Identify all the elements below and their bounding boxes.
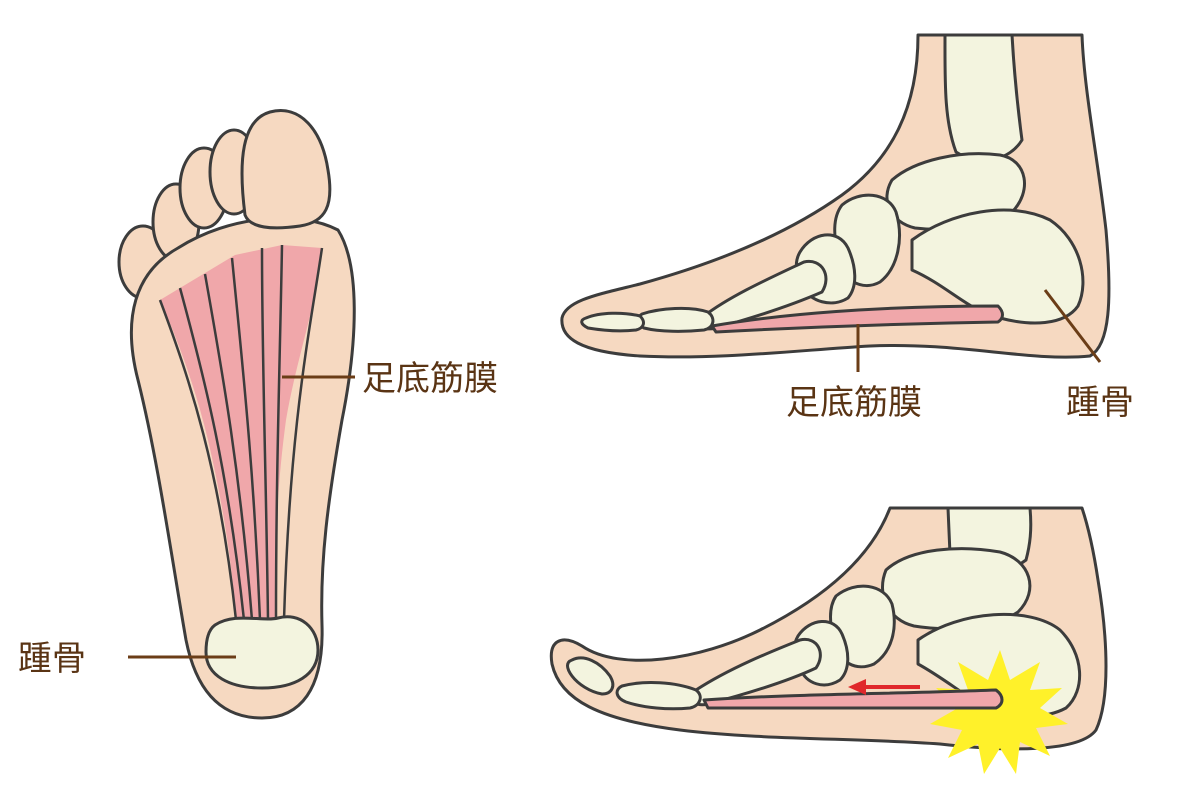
side-view-normal: 足底筋膜 踵骨	[560, 33, 1134, 423]
sole-heel-bone	[204, 615, 320, 690]
sole-heel-label: 踵骨	[18, 639, 86, 679]
pull-arrow-icon	[848, 679, 920, 695]
pain-metatarsal-bone	[690, 637, 822, 707]
side-proximal-phalanx	[636, 306, 715, 333]
sole-fascia-label: 足底筋膜	[362, 359, 498, 399]
pain-burst-icon	[930, 650, 1068, 774]
pain-proximal-phalanx	[615, 681, 702, 711]
side-heel-leader	[1043, 289, 1102, 363]
side-shin-bone	[943, 33, 1024, 162]
side-fascia-band	[710, 304, 1004, 334]
side-distal-phalanx	[580, 311, 645, 333]
side-heel-label: 踵骨	[1066, 383, 1134, 423]
pain-distal-phalanx	[566, 656, 615, 696]
pain-talus-bone	[881, 547, 1032, 631]
sole-fascia-strands	[158, 244, 324, 621]
sole-view: 足底筋膜 踵骨	[18, 109, 498, 720]
toe-big	[240, 109, 332, 230]
pain-fascia-band	[702, 688, 1004, 710]
sole-fascia-band	[160, 245, 322, 620]
side-view-pain	[549, 506, 1108, 774]
side-fascia-label: 足底筋膜	[786, 383, 922, 423]
